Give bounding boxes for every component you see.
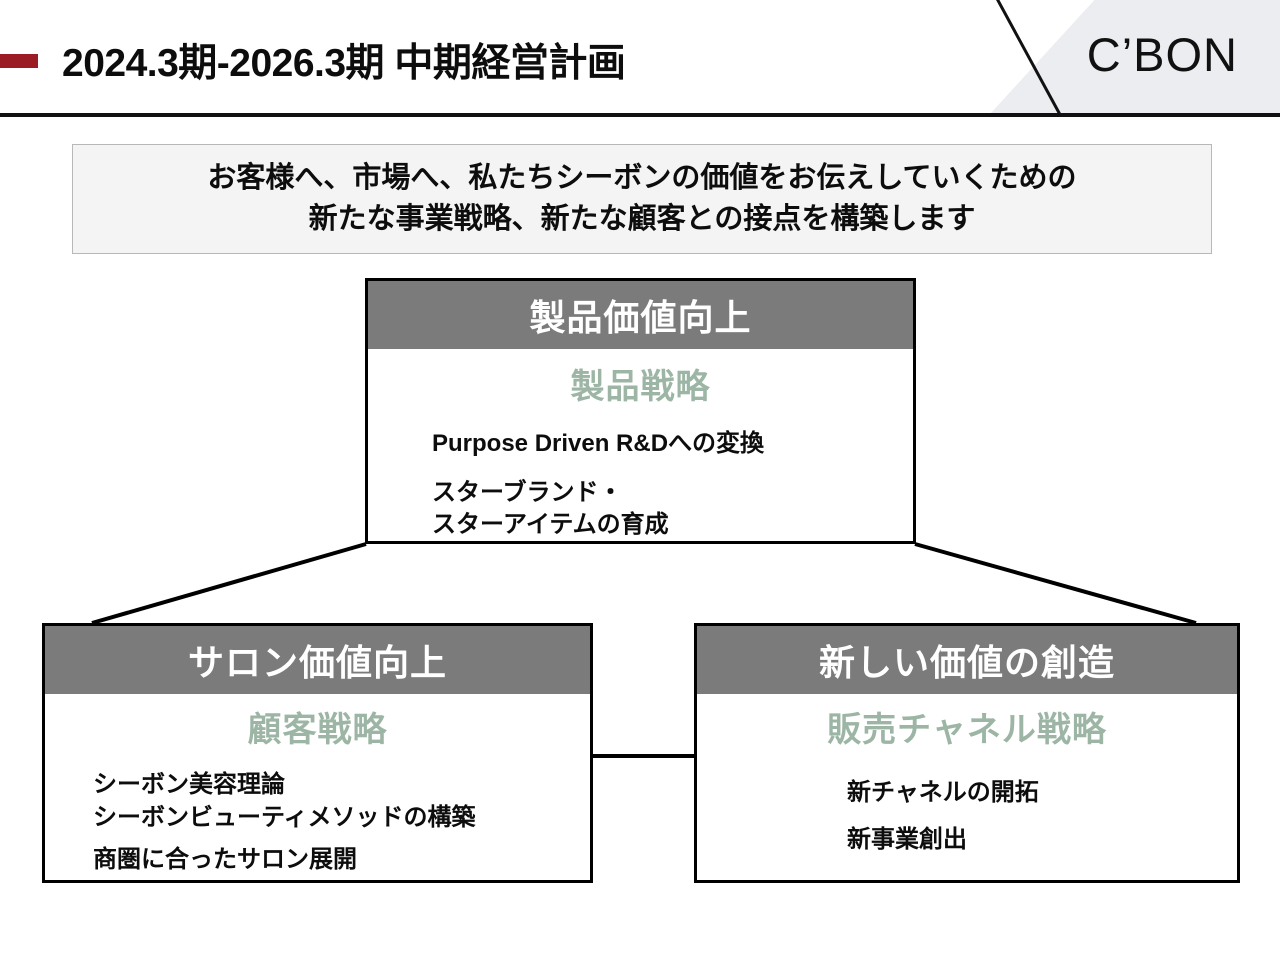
strategy-box-newvalue[interactable]: 新しい価値の創造 販売チャネル戦略 新チャネルの開拓 新事業創出 xyxy=(694,623,1240,883)
strategy-box-salon-body: 顧客戦略 シーボン美容理論 シーボンビューティメソッドの構築 商圏に合ったサロン… xyxy=(45,702,590,888)
strategy-box-salon-bullets: シーボン美容理論 シーボンビューティメソッドの構築 商圏に合ったサロン展開 xyxy=(45,769,590,877)
strategy-box-newvalue-label: 販売チャネル戦略 xyxy=(827,711,1107,749)
connector-product-to-salon xyxy=(91,542,367,625)
strategy-box-product-header: 製品価値向上 xyxy=(368,281,913,349)
subtitle-banner: お客様へ、市場へ、私たちシーボンの価値をお伝えしていくための 新たな事業戦略、新… xyxy=(72,144,1212,254)
strategy-box-product-bullets: Purpose Driven R&Dへの変換 スターブランド・ スターアイテムの… xyxy=(368,428,913,542)
bullet-item: 新事業創出 xyxy=(847,825,967,853)
subtitle-line-2: 新たな事業戦略、新たな顧客との接点を構築します xyxy=(308,203,976,235)
strategy-box-salon-header: サロン価値向上 xyxy=(45,626,590,694)
subtitle-line-1: お客様へ、市場へ、私たちシーボンの価値をお伝えしていくための xyxy=(207,161,1077,194)
page-title: 2024.3期-2026.3期 中期経営計画 xyxy=(62,42,626,85)
bullet-item: スターアイテムの育成 xyxy=(432,511,669,539)
strategy-box-newvalue-bullets: 新チャネルの開拓 新事業創出 xyxy=(697,777,1237,856)
bullet-item: 商圏に合ったサロン展開 xyxy=(93,846,357,874)
slide-header: C’BON 2024.3期-2026.3期 中期経営計画 xyxy=(0,0,1280,118)
strategy-box-newvalue-body: 販売チャネル戦略 新チャネルの開拓 新事業創出 xyxy=(697,702,1237,888)
bullet-item: スターブランド・ xyxy=(432,478,623,506)
bullet-item: シーボンビューティメソッドの構築 xyxy=(93,803,476,831)
bullet-item: シーボン美容理論 xyxy=(93,771,285,798)
strategy-box-newvalue-header: 新しい価値の創造 xyxy=(697,626,1237,694)
bullet-item: Purpose Driven R&Dへの変換 xyxy=(432,430,765,457)
strategy-box-product-label: 製品戦略 xyxy=(570,368,711,406)
connector-product-to-newvalue xyxy=(914,542,1197,625)
brand-logo: C’BON xyxy=(1086,28,1238,81)
strategy-box-product[interactable]: 製品価値向上 製品戦略 Purpose Driven R&Dへの変換 スターブラ… xyxy=(365,278,916,544)
bullet-item: 新チャネルの開拓 xyxy=(847,779,1039,806)
strategy-box-salon-label: 顧客戦略 xyxy=(247,711,388,749)
strategy-box-salon[interactable]: サロン価値向上 顧客戦略 シーボン美容理論 シーボンビューティメソッドの構築 商… xyxy=(42,623,593,883)
strategy-box-product-body: 製品戦略 Purpose Driven R&Dへの変換 スターブランド・ スター… xyxy=(368,359,913,551)
header-divider-rule xyxy=(0,113,1280,117)
accent-bar xyxy=(0,54,38,68)
